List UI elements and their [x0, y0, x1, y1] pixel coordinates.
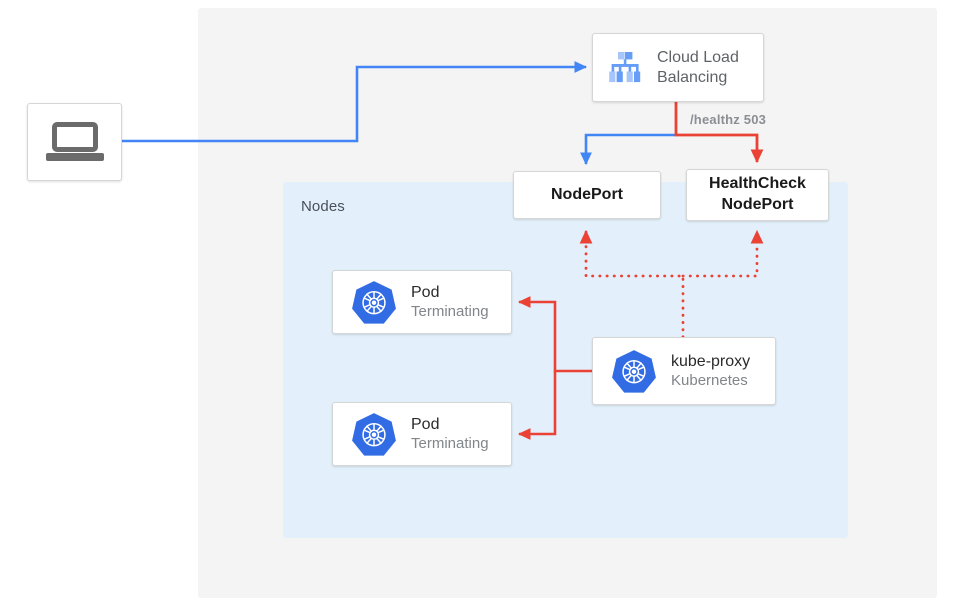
pod-text-2: Pod Terminating	[411, 415, 489, 454]
cloud-load-balancing-text: Cloud Load Balancing	[657, 48, 739, 88]
pod-status-1: Terminating	[411, 302, 489, 320]
cloud-load-balancing-title-line1: Cloud Load	[657, 48, 739, 66]
load-balancer-icon	[609, 51, 641, 82]
cloud-load-balancing-card: Cloud Load Balancing	[592, 33, 764, 102]
kubernetes-icon	[352, 413, 396, 456]
pod-title-1: Pod	[411, 283, 440, 301]
nodes-region-label: Nodes	[301, 198, 345, 215]
kube-proxy-text: kube-proxy Kubernetes	[671, 352, 750, 391]
kube-proxy-title: kube-proxy	[671, 352, 751, 370]
healthcheck-nodeport-label-line2: NodePort	[721, 196, 794, 213]
kube-proxy-subtitle: Kubernetes	[671, 371, 748, 389]
laptop-icon	[45, 122, 104, 162]
kubernetes-icon	[352, 281, 396, 324]
kube-proxy-card: kube-proxy Kubernetes	[592, 337, 776, 405]
pod-status-2: Terminating	[411, 434, 489, 452]
pod-card-2: Pod Terminating	[332, 402, 512, 466]
client-device-card	[27, 103, 122, 181]
nodeport-label: NodePort	[551, 185, 623, 203]
pod-text-1: Pod Terminating	[411, 283, 489, 322]
nodeport-card: NodePort	[513, 171, 661, 219]
cloud-load-balancing-title-line2: Balancing	[657, 68, 728, 86]
edge-label-healthz-503: /healthz 503	[690, 112, 767, 127]
pod-card-1: Pod Terminating	[332, 270, 512, 334]
pod-title-2: Pod	[411, 415, 440, 433]
healthcheck-nodeport-label-line1: HealthCheck	[709, 175, 806, 193]
healthcheck-nodeport-card: HealthCheck NodePort	[686, 169, 829, 221]
kubernetes-icon	[612, 350, 656, 393]
